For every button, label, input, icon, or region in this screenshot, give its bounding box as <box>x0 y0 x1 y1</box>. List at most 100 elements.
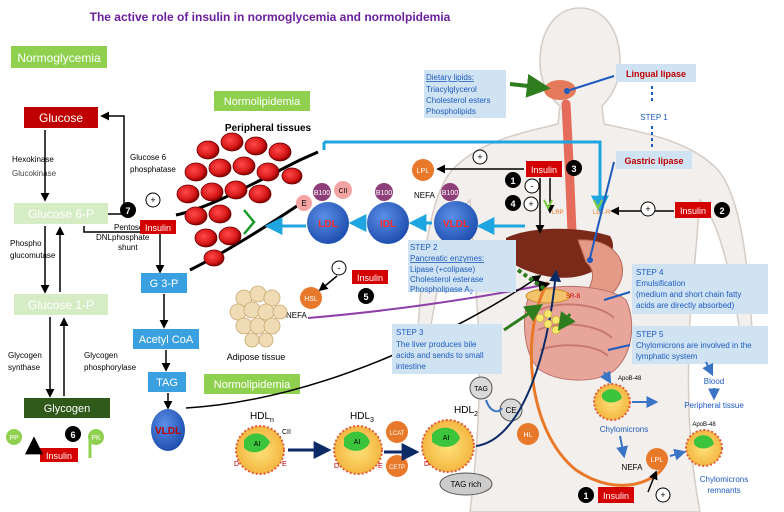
blood-label: Blood <box>704 377 724 386</box>
step2-title: STEP 2 <box>410 243 438 252</box>
nefa-center-label: NEFA <box>414 191 436 200</box>
dietary-arrow <box>509 73 551 98</box>
emulsion-arrow <box>557 311 576 331</box>
page-title: The active role of insulin in normoglyce… <box>90 10 451 24</box>
gastric-lipase-box: Gastric lipase <box>616 151 692 169</box>
number-6: 6 <box>70 430 75 440</box>
step3-line-2: The liver produces bile <box>396 340 477 349</box>
minus-circle-center: - <box>524 178 540 194</box>
step3-box: STEP 3 The liver produces bile acids and… <box>392 324 502 374</box>
normolipidemia-bottom-box: Normolipidemia <box>204 374 300 394</box>
hdl-3-ai: AI <box>354 439 361 446</box>
step5-line-3: lymphatic system <box>636 352 698 361</box>
ldl-label: LDL <box>318 219 337 230</box>
lcat-circle: LCAT <box>386 421 408 443</box>
tag-box-left: TAG <box>148 372 186 392</box>
hdl-to-liver-arrow <box>475 269 562 447</box>
pp-circle: PP <box>6 429 22 445</box>
left-arrows <box>40 111 165 398</box>
lingual-lipase-box: Lingual lipase <box>616 64 696 82</box>
vldl-to-liver-arrow <box>185 274 542 409</box>
hdl-n-cii: CII <box>282 429 291 436</box>
dietary-lipids-box: Dietary lipids: Triacylglycerol Choleste… <box>424 70 506 118</box>
idl-b100-label: B100 <box>376 190 392 197</box>
peripheral-tissues-label: Peripheral tissues <box>225 123 312 134</box>
lpl-center-label: LPL <box>417 168 430 175</box>
step4-line-2: Emulsification <box>636 279 685 288</box>
glucose-6p-label: Glucose 6-P <box>28 207 94 221</box>
vldl-b100-label: B100 <box>442 190 458 197</box>
lcat-label: LCAT <box>390 431 405 437</box>
plus-1-bottom: + <box>660 490 665 500</box>
ldl-particle: LDL B100 CII E <box>296 181 352 244</box>
hdl-3-label: HDL3 <box>350 411 374 424</box>
glucokinase-label: Glucokinase <box>12 169 57 178</box>
hl-label: HL <box>524 432 533 439</box>
lpl-circle-center: LPL <box>412 159 434 181</box>
insulin-1-arrow <box>647 470 658 493</box>
badge-4: 4 <box>505 195 521 211</box>
step3-line-3: acids and sends to small <box>396 351 484 360</box>
glycogen-box: Glycogen <box>24 398 110 418</box>
hdl-3-particle: AI HDL3 D E <box>333 411 383 475</box>
hsl-label: HSL <box>304 296 318 303</box>
hl-circle: HL <box>517 423 539 445</box>
dietary-line-2: Triacylglycerol <box>426 85 477 94</box>
gastric-pointer <box>589 161 615 259</box>
chylomicron-top: ApoB-48 <box>593 376 642 421</box>
phosphoglucomutase-label-2: glucomutase <box>10 251 56 260</box>
step5-box: STEP 5 Chylomicrons are involved in the … <box>632 326 768 364</box>
hdl-2-d: D <box>424 461 429 468</box>
tag-left-label: TAG <box>156 377 178 389</box>
step2-pointer <box>516 268 548 292</box>
vldl-left-label: VLDL <box>155 426 181 437</box>
step4-box: STEP 4 Emulsification (medium and short … <box>632 264 768 314</box>
insulin-badge-5: Insulin 5 <box>352 270 388 304</box>
chylomicrons-label: Chylomicrons <box>600 425 648 434</box>
peripheral-tissue-label: Peripheral tissue <box>684 401 744 410</box>
pp-label: PP <box>9 435 19 442</box>
g3p-box: G 3-P <box>141 273 187 293</box>
step4-pointer <box>603 291 631 301</box>
hdl-n-particle: AI HDLn CII D E <box>234 411 291 475</box>
gastric-dot <box>587 257 593 263</box>
number-5: 5 <box>363 292 368 302</box>
insulin-6-label: Insulin <box>46 451 72 461</box>
pentose-label-2: phosphate <box>112 233 150 242</box>
remnants-line-2: remnants <box>707 486 740 495</box>
tag-circle-bottom: TAG <box>469 376 493 400</box>
glucose-label: Glucose <box>39 111 83 125</box>
number-7: 7 <box>125 206 130 216</box>
badge-1-center: 1 <box>505 172 521 188</box>
lrp-receptor-icon <box>543 199 553 211</box>
step4-line-1: STEP 4 <box>636 268 664 277</box>
chylomicron-bottom: ApoB-48 <box>685 422 723 467</box>
insulin-2-label: Insulin <box>680 206 706 216</box>
step2-line-3: Cholesterol esterase <box>410 275 484 284</box>
glucose-6p-box: Glucose 6-P <box>14 203 108 224</box>
normoglycemia-box: Normoglycemia <box>11 46 107 68</box>
step2-line-1: Pancreatic enzymes: <box>410 254 484 263</box>
adipose-tissue-label: Adipose tissue <box>227 352 286 362</box>
number-1-center: 1 <box>510 176 515 186</box>
lipoprotein-arrows <box>264 140 600 235</box>
lingual-dot <box>564 88 570 94</box>
lrp-label: LRP <box>552 210 564 216</box>
hdl-n-d: D <box>234 461 239 468</box>
glucose-1p-label: Glucose 1-P <box>28 298 94 312</box>
hexokinase-label: Hexokinase <box>12 155 54 164</box>
hsl-arrow <box>318 275 338 292</box>
nefa-right-label: NEFA <box>622 463 644 472</box>
step5-line-1: STEP 5 <box>636 330 664 339</box>
number-2: 2 <box>719 206 724 216</box>
apob48-bottom-label: ApoB-48 <box>692 422 716 428</box>
cetp-label: CETP <box>389 465 405 471</box>
vldl-label: VLDL <box>443 219 469 230</box>
glycogen-phosphorylase-label-2: phosphorylase <box>84 363 137 372</box>
plus-4: + <box>528 199 533 209</box>
hdl-3-d: D <box>334 463 339 470</box>
step4-line-3: (medium and short chain fatty <box>636 290 741 299</box>
glycogen-synthase-label-1: Glycogen <box>8 351 42 360</box>
remnants-line-1: Chylomicrons <box>700 475 748 484</box>
glucose-box: Glucose <box>24 107 98 128</box>
